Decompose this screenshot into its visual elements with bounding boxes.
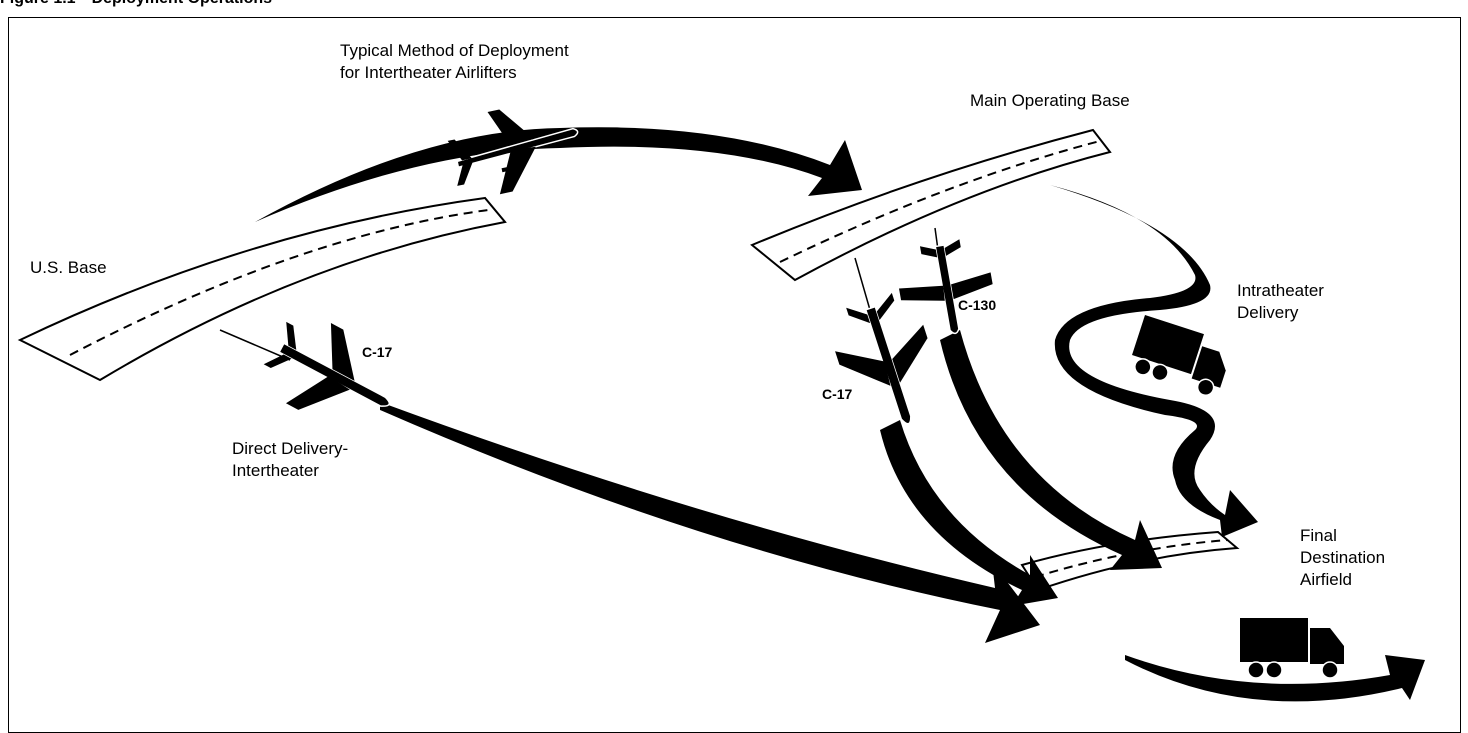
- arrow-c17-to-final: [880, 420, 1058, 606]
- arrow-direct-delivery: [380, 402, 1040, 643]
- c17-direct-icon: [263, 321, 391, 410]
- road-intratheater: [1050, 185, 1258, 537]
- label-final-line3: Airfield: [1300, 570, 1352, 589]
- arrow-typical-method: [255, 127, 862, 222]
- intertheater-airlifter-icon: [447, 109, 579, 195]
- label-main-operating-base: Main Operating Base: [970, 91, 1130, 110]
- label-final-destination: Final Destination Airfield: [1300, 525, 1385, 591]
- truck-intratheater-icon: [1132, 315, 1226, 397]
- label-us-base: U.S. Base: [30, 258, 107, 277]
- aircraft-label-c17-mob: C-17: [822, 386, 853, 402]
- truck-final-icon: [1240, 618, 1344, 679]
- label-direct-delivery-line1: Direct Delivery-: [232, 439, 349, 458]
- label-intratheater-line1: Intratheater: [1237, 281, 1324, 300]
- arrow-c130-to-final: [940, 330, 1162, 570]
- aircraft-label-c130: C-130: [958, 297, 997, 313]
- label-final-line2: Destination: [1300, 548, 1386, 567]
- label-typical-method-line2: for Intertheater Airlifters: [340, 63, 517, 82]
- label-typical-method: Typical Method of Deployment for Interth…: [340, 40, 569, 84]
- label-final-line1: Final: [1300, 526, 1337, 545]
- figure-caption: Figure 1.1—Deployment Operations: [0, 0, 272, 8]
- label-intratheater-delivery: Intratheater Delivery: [1237, 280, 1324, 324]
- runway-us-base: [17, 196, 507, 382]
- arrow-final-outbound: [1125, 655, 1425, 702]
- c130-mob-icon: [898, 239, 993, 335]
- aircraft-label-c17-direct: C-17: [362, 344, 393, 360]
- c17-mob-icon: [835, 292, 928, 425]
- label-direct-delivery-line2: Intertheater: [232, 461, 319, 480]
- label-direct-delivery: Direct Delivery- Intertheater: [232, 438, 348, 482]
- label-typical-method-line1: Typical Method of Deployment: [340, 41, 569, 60]
- label-intratheater-line2: Delivery: [1237, 303, 1299, 322]
- runway-main-operating-base: [750, 128, 1112, 282]
